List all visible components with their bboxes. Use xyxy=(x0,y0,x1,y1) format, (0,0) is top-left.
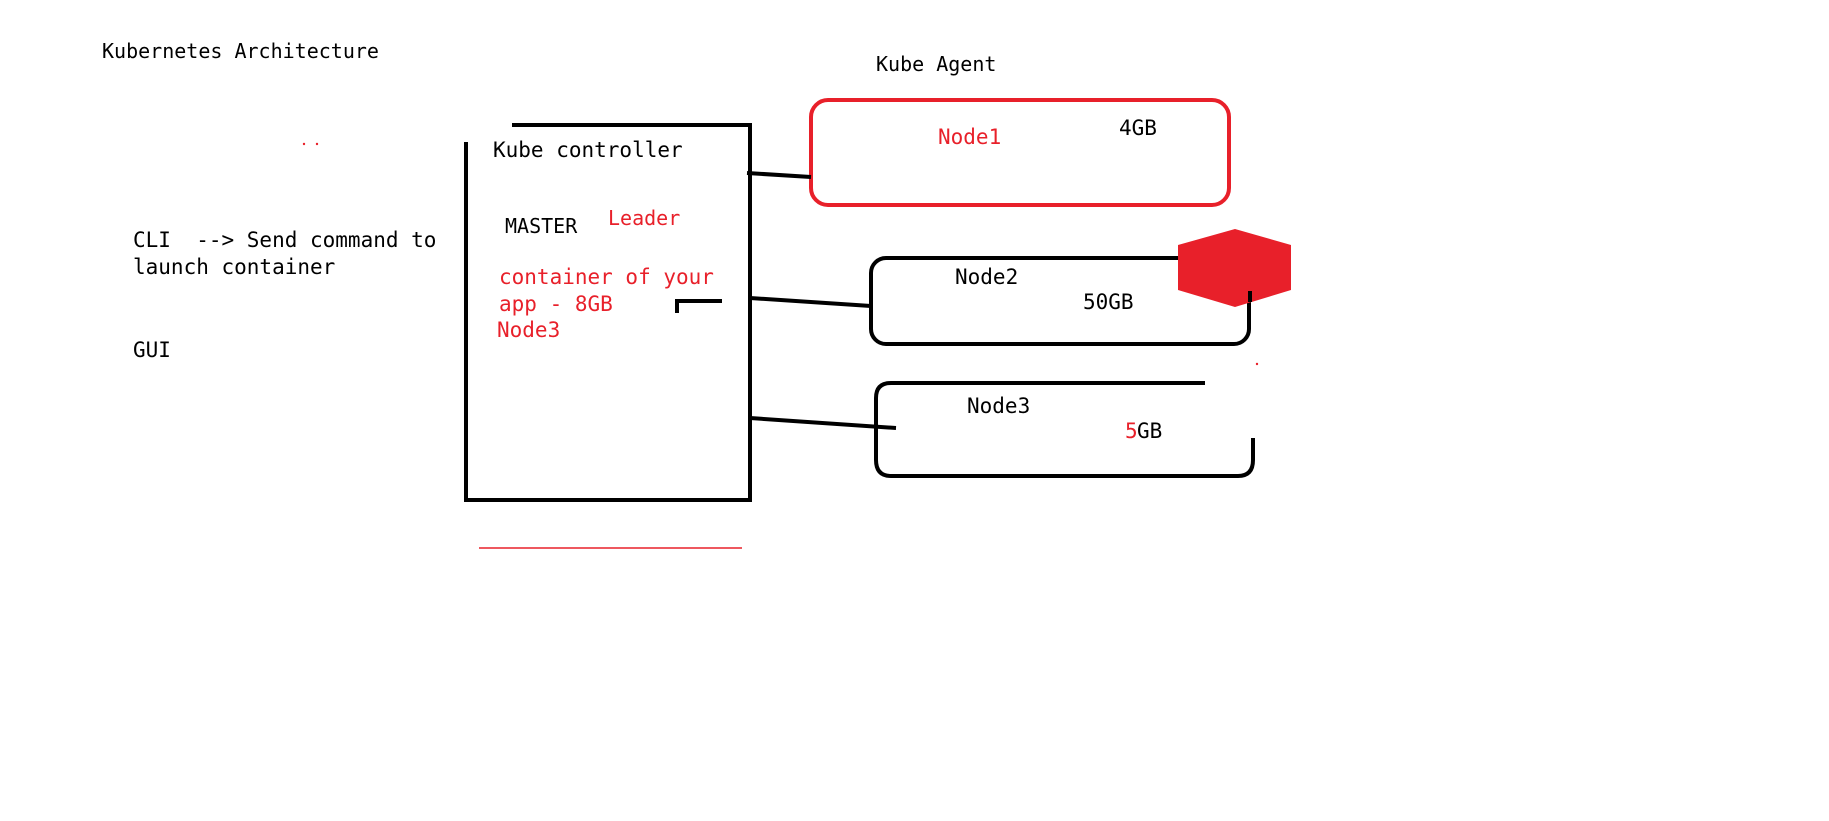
diagram-title: Kubernetes Architecture xyxy=(102,39,379,63)
gui-label: GUI xyxy=(133,338,171,362)
controller-bracket-mark xyxy=(675,299,722,313)
red-dot xyxy=(315,142,319,146)
connector-node1 xyxy=(746,171,812,179)
container-note-line3: Node3 xyxy=(497,318,561,342)
node3-name: Node3 xyxy=(967,394,1031,418)
container-note-line2: app - 8GB xyxy=(499,292,613,316)
connector-node3 xyxy=(749,416,897,430)
red-dot xyxy=(302,142,306,146)
kube-agent-label: Kube Agent xyxy=(876,52,997,76)
red-dot xyxy=(1255,362,1259,366)
master-label: MASTER xyxy=(505,214,578,238)
controller-box xyxy=(464,123,752,502)
node1-capacity: 4GB xyxy=(1119,116,1157,140)
hexagon-marker xyxy=(1178,229,1291,307)
node2-capacity: 50GB xyxy=(1083,290,1134,314)
cli-line2: launch container xyxy=(133,255,336,279)
cli-line1: CLI --> Send command to xyxy=(133,228,437,252)
node3-box xyxy=(874,381,1255,478)
container-note-line1: container of your xyxy=(499,265,714,289)
node3-capacity-suffix: GB xyxy=(1137,419,1163,443)
node3-capacity-prefix: 5 xyxy=(1125,419,1138,443)
node1-name: Node1 xyxy=(938,125,1002,149)
node2-name: Node2 xyxy=(955,265,1019,289)
connector-node2 xyxy=(749,296,872,308)
leader-label: Leader xyxy=(608,206,681,230)
kube-controller-label: Kube controller xyxy=(493,138,683,162)
node1-box xyxy=(809,98,1231,207)
